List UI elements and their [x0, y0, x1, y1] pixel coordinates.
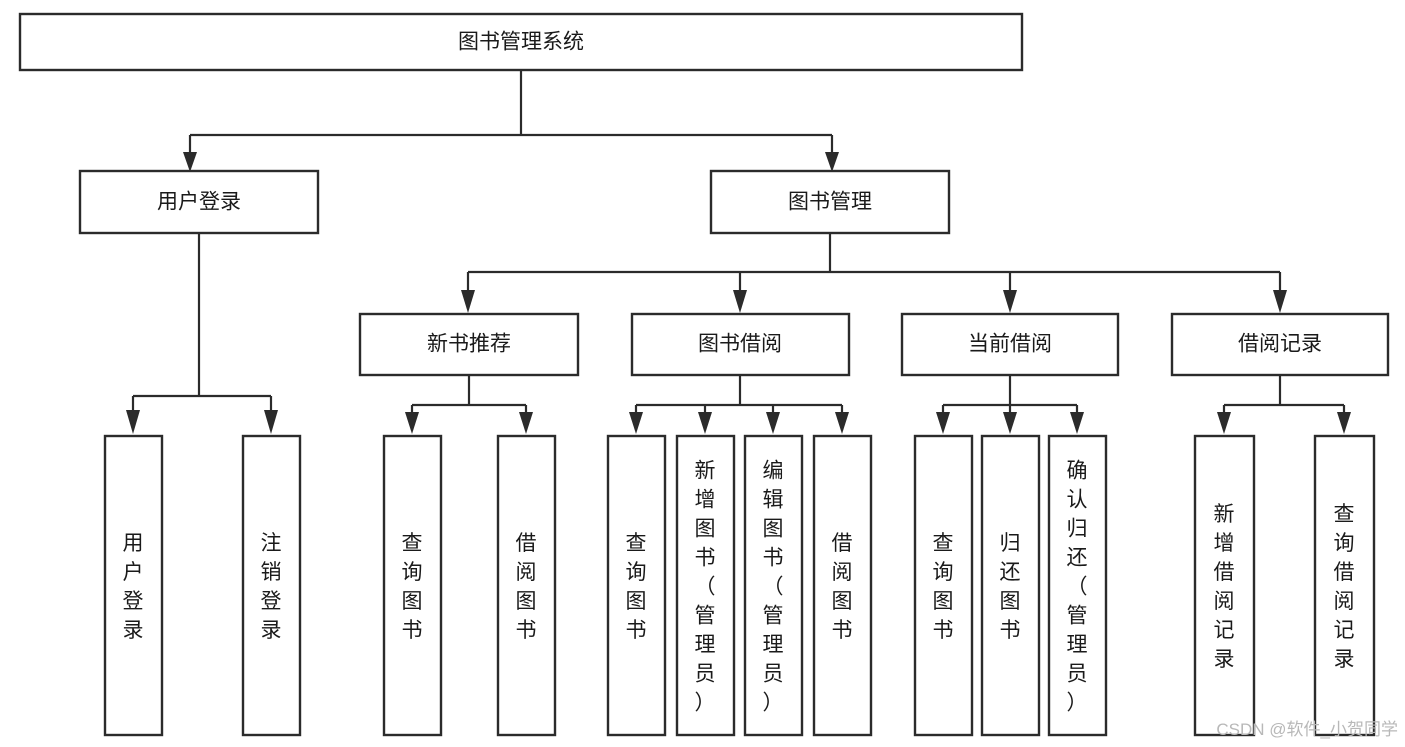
node-new-book-recommend-box[interactable] — [358, 312, 580, 377]
node-current-borrow-label: 当前借阅 — [968, 333, 1052, 356]
connector-root-bus — [188, 70, 834, 160]
node-leaf-query-book-1[interactable]: 查询图书 — [382, 434, 443, 737]
node-leaf-borrow-book-2-label: 借阅图书 — [832, 532, 853, 642]
node-leaf-query-record-box[interactable] — [1313, 434, 1376, 737]
node-user-login[interactable]: 用户登录 — [78, 169, 320, 235]
node-leaf-confirm-return[interactable]: 确认归还（管理员） — [1047, 434, 1108, 737]
arrow-head-icon — [126, 410, 140, 434]
node-leaf-user-logout[interactable]: 注销登录 — [241, 434, 302, 737]
node-leaf-query-record-label: 查询借阅记录 — [1334, 503, 1355, 671]
node-leaf-query-book-2[interactable]: 查询图书 — [606, 434, 667, 737]
arrow-head-icon — [405, 412, 419, 434]
arrow-head-icon — [1003, 290, 1017, 313]
arrow-head-icon — [1003, 412, 1017, 434]
node-book-manage-box[interactable] — [709, 169, 951, 235]
node-leaf-edit-book[interactable]: 编辑图书（管理员） — [743, 434, 804, 737]
connector-currentborrow-bus — [941, 375, 1079, 418]
node-borrow-record-label: 借阅记录 — [1238, 333, 1322, 356]
node-root[interactable]: 图书管理系统 — [18, 12, 1024, 72]
connector-layer — [126, 70, 1351, 434]
arrow-head-icon — [766, 412, 780, 434]
node-leaf-borrow-book-2-box[interactable] — [812, 434, 873, 737]
node-leaf-query-book-3-label: 查询图书 — [933, 532, 954, 642]
node-book-borrow[interactable]: 图书借阅 — [630, 312, 851, 377]
node-leaf-user-login[interactable]: 用户登录 — [103, 434, 164, 737]
node-new-book-recommend[interactable]: 新书推荐 — [358, 312, 580, 377]
connector-bookborrow-bus — [634, 375, 844, 418]
arrow-head-icon — [835, 412, 849, 434]
node-leaf-confirm-return-label: 确认归还（管理员） — [1067, 460, 1088, 715]
arrow-head-icon — [264, 410, 278, 434]
csdn-watermark: CSDN @软件_小贺同学 — [1216, 720, 1398, 739]
node-leaf-borrow-book-1[interactable]: 借阅图书 — [496, 434, 557, 737]
arrow-head-icon — [733, 290, 747, 313]
node-leaf-borrow-book-1-box[interactable] — [496, 434, 557, 737]
node-book-manage[interactable]: 图书管理 — [709, 169, 951, 235]
arrow-head-icon — [698, 412, 712, 434]
node-root-box[interactable] — [18, 12, 1024, 72]
node-leaf-borrow-book-2[interactable]: 借阅图书 — [812, 434, 873, 737]
connector-userlogin-bus — [131, 233, 273, 415]
node-leaf-add-book-box[interactable] — [675, 434, 736, 737]
node-book-borrow-box[interactable] — [630, 312, 851, 377]
arrow-head-icon — [936, 412, 950, 434]
node-leaf-borrow-book-1-label: 借阅图书 — [516, 532, 537, 642]
connector-bookmanage-bus — [466, 233, 1282, 295]
node-leaf-return-book-box[interactable] — [980, 434, 1041, 737]
node-leaf-query-book-1-label: 查询图书 — [402, 532, 423, 642]
arrow-head-icon — [1070, 412, 1084, 434]
node-leaf-add-record-box[interactable] — [1193, 434, 1256, 737]
node-leaf-user-logout-box[interactable] — [241, 434, 302, 737]
arrow-head-icon — [825, 152, 839, 172]
node-leaf-return-book-label: 归还图书 — [1000, 532, 1021, 642]
arrow-head-icon — [629, 412, 643, 434]
node-leaf-user-logout-label: 注销登录 — [261, 532, 282, 642]
node-leaf-add-book-label: 新增图书（管理员） — [695, 460, 716, 715]
node-leaf-user-login-label: 用户登录 — [123, 532, 144, 642]
node-leaf-query-book-3-box[interactable] — [913, 434, 974, 737]
node-root-label: 图书管理系统 — [458, 31, 584, 54]
node-current-borrow-box[interactable] — [900, 312, 1120, 377]
node-user-login-box[interactable] — [78, 169, 320, 235]
node-leaf-query-book-2-box[interactable] — [606, 434, 667, 737]
node-book-borrow-label: 图书借阅 — [698, 333, 782, 356]
node-leaf-confirm-return-box[interactable] — [1047, 434, 1108, 737]
node-leaf-edit-book-label: 编辑图书（管理员） — [763, 460, 784, 715]
node-current-borrow[interactable]: 当前借阅 — [900, 312, 1120, 377]
arrow-head-icon — [1217, 412, 1231, 434]
node-leaf-query-book-2-label: 查询图书 — [626, 532, 647, 642]
arrow-head-icon — [1273, 290, 1287, 313]
node-leaf-query-book-1-box[interactable] — [382, 434, 443, 737]
node-leaf-edit-book-box[interactable] — [743, 434, 804, 737]
node-leaf-user-login-box[interactable] — [103, 434, 164, 737]
arrow-head-icon — [519, 412, 533, 434]
connector-newbook-bus — [410, 375, 528, 418]
node-leaf-add-record-label: 新增借阅记录 — [1214, 503, 1235, 671]
node-borrow-record-box[interactable] — [1170, 312, 1390, 377]
node-leaf-query-book-3[interactable]: 查询图书 — [913, 434, 974, 737]
arrow-head-icon — [461, 290, 475, 313]
arrow-head-icon — [183, 152, 197, 172]
node-new-book-recommend-label: 新书推荐 — [427, 333, 511, 356]
arrow-head-icon — [1337, 412, 1351, 434]
node-leaf-return-book[interactable]: 归还图书 — [980, 434, 1041, 737]
node-leaf-add-book[interactable]: 新增图书（管理员） — [675, 434, 736, 737]
node-borrow-record[interactable]: 借阅记录 — [1170, 312, 1390, 377]
node-leaf-add-record[interactable]: 新增借阅记录 — [1193, 434, 1256, 737]
node-book-manage-label: 图书管理 — [788, 191, 872, 214]
node-leaf-query-record[interactable]: 查询借阅记录 — [1313, 434, 1376, 737]
connector-borrowrecord-bus — [1222, 375, 1346, 418]
node-user-login-label: 用户登录 — [157, 191, 241, 214]
